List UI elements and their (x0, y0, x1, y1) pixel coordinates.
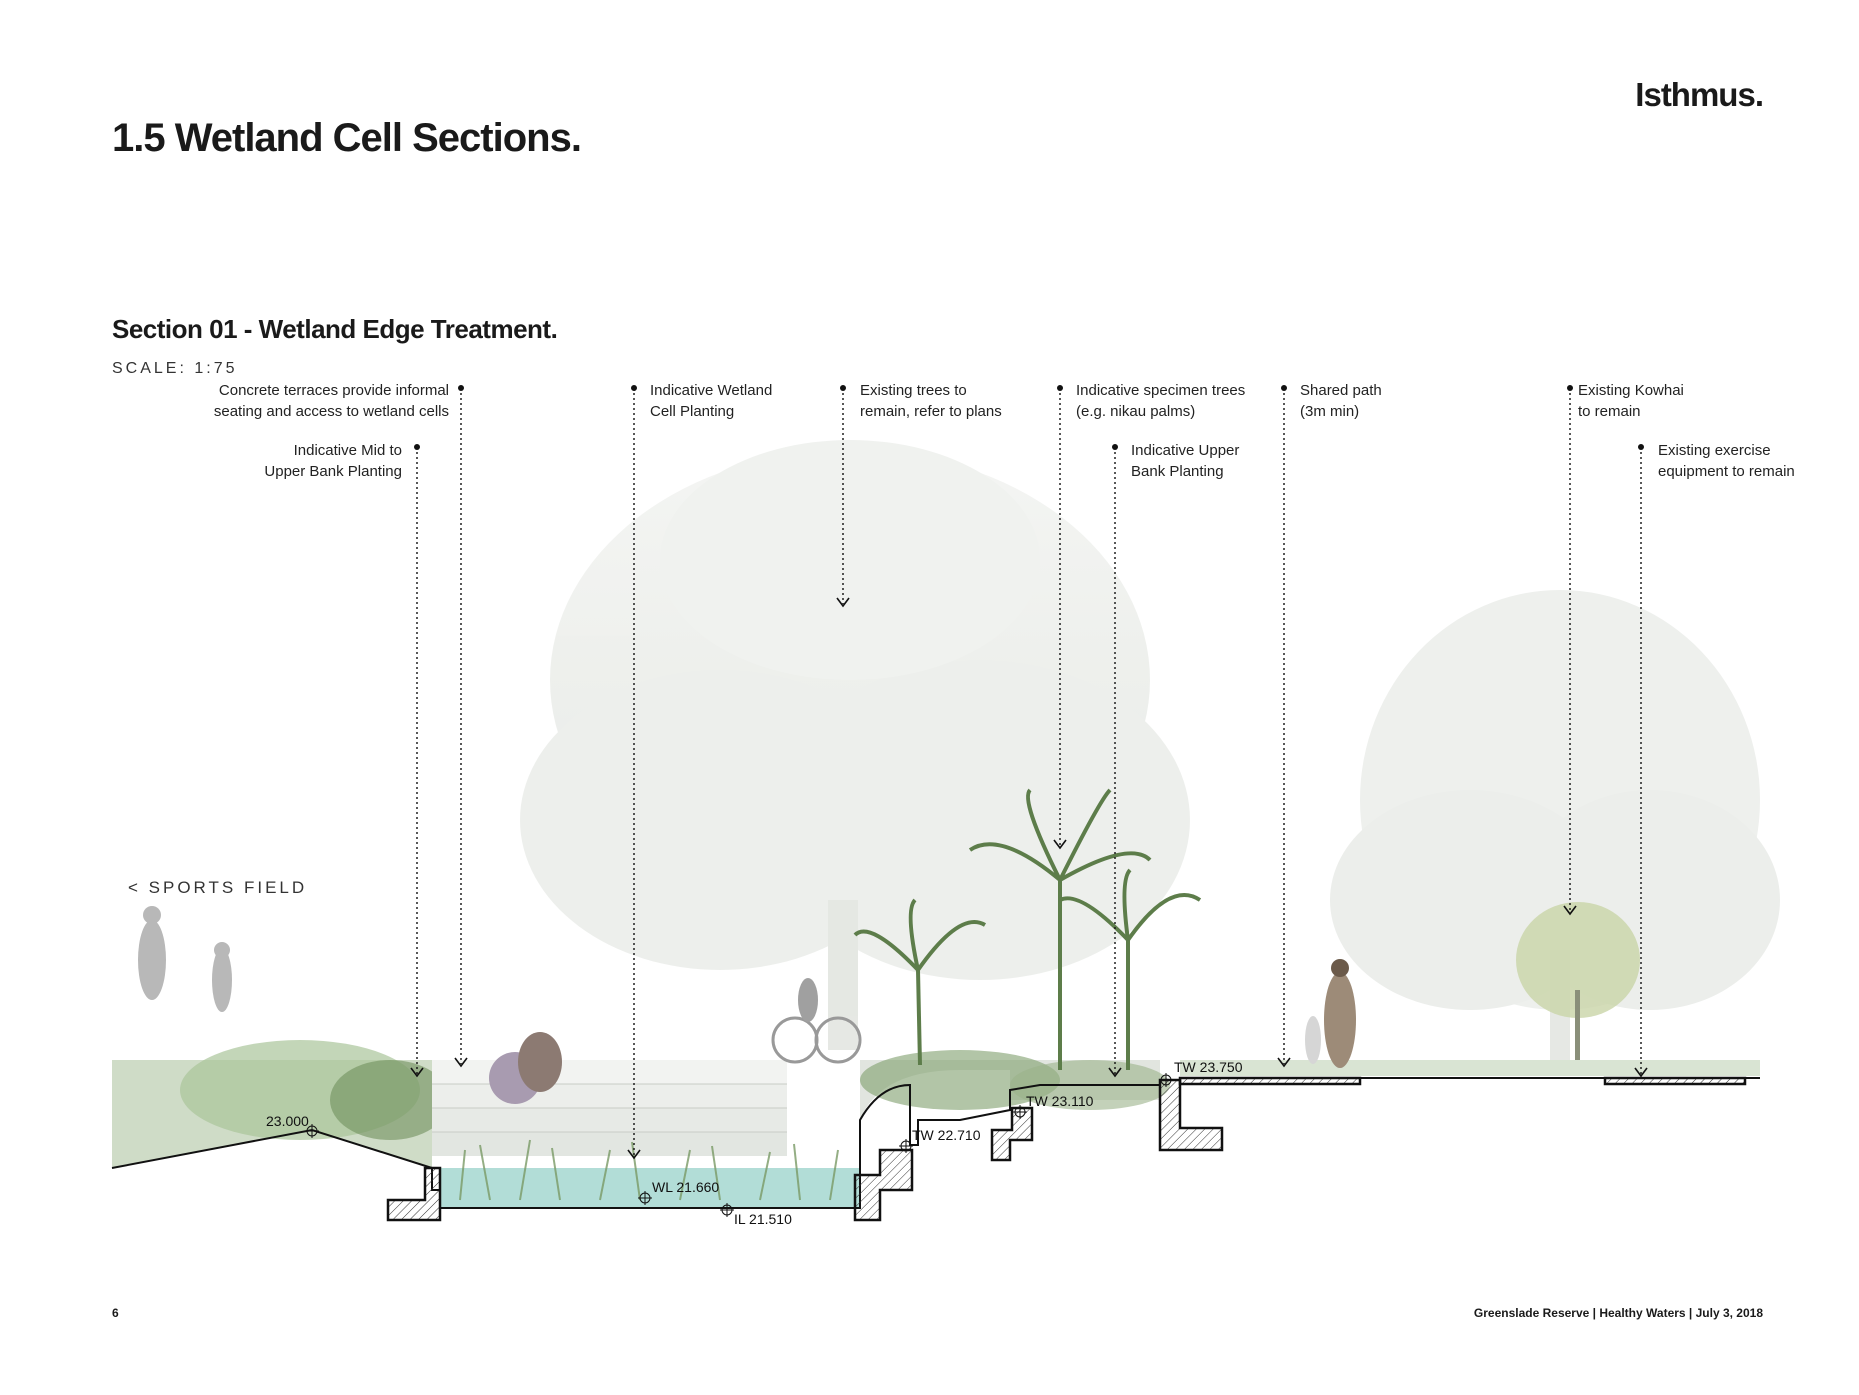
level-markers (305, 1073, 1173, 1217)
ground-section-line (111, 1077, 1760, 1209)
note-shared-path: Shared path (3m min) (1300, 382, 1382, 420)
brand-logo: Isthmus. (1635, 76, 1764, 113)
page-number: 6 (112, 1306, 119, 1320)
level-wl: WL 21.660 (652, 1179, 719, 1195)
wetland-planting-reeds (459, 1139, 839, 1201)
note-existing-trees: Existing trees to remain, refer to plans (860, 382, 1002, 420)
retaining-walls (386, 1076, 1747, 1222)
wetland-water (440, 1168, 860, 1208)
page-title: 1.5 Wetland Cell Sections. (112, 116, 582, 160)
level-tw23750: TW 23.750 (1174, 1059, 1243, 1075)
leader-dots (414, 385, 1644, 450)
note-specimen-trees: Indicative specimen trees (e.g. nikau pa… (1076, 382, 1246, 420)
note-concrete-terraces: Concrete terraces provide informal seati… (213, 382, 449, 420)
leader-lines (416, 388, 1642, 1156)
lawn-strip (1180, 1060, 1760, 1076)
sports-field-label: < SPORTS FIELD (128, 878, 308, 897)
nikau-palms (853, 788, 1202, 1070)
concrete-terraces (432, 1060, 787, 1156)
note-exercise-equipment: Existing exercise equipment to remain (1658, 442, 1795, 480)
note-wetland-planting: Indicative Wetland Cell Planting (650, 382, 773, 420)
people (138, 906, 1356, 1104)
existing-tree-large (520, 440, 1190, 1050)
level-23000: 23.000 (266, 1113, 309, 1129)
level-il: IL 21.510 (734, 1211, 792, 1227)
footer-project: Greenslade Reserve | Healthy Waters | Ju… (1473, 1306, 1763, 1320)
scale-label: SCALE: 1:75 (112, 360, 238, 377)
leader-arrows (410, 597, 1648, 1160)
level-tw22710: TW 22.710 (912, 1127, 981, 1143)
level-tw23110: TW 23.110 (1026, 1093, 1094, 1109)
kowhai-tree (1516, 902, 1640, 1060)
note-kowhai: Existing Kowhai to remain (1578, 382, 1684, 420)
note-mid-bank-planting: Indicative Mid to Upper Bank Planting (264, 442, 402, 480)
section-title: Section 01 - Wetland Edge Treatment. (112, 314, 558, 344)
note-upper-bank-planting: Indicative Upper Bank Planting (1131, 442, 1240, 480)
